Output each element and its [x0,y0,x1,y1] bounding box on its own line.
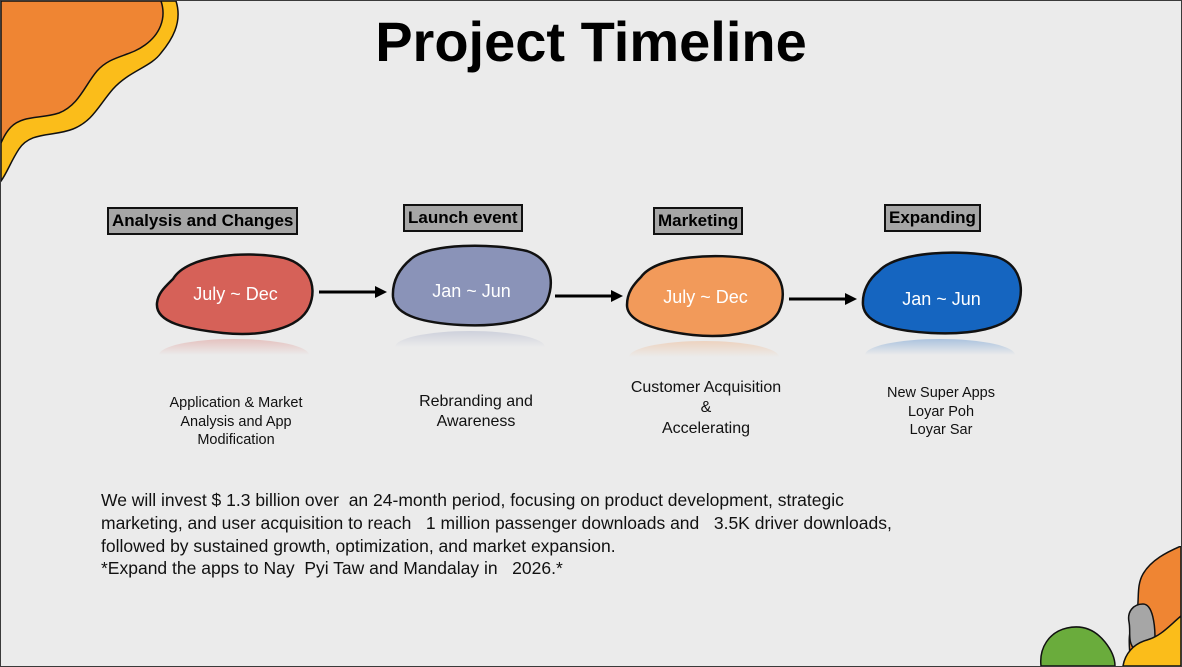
stage-label-expanding: Expanding [884,204,981,232]
decor-top-left-shape [1,1,179,183]
stage-description-expanding: New Super Apps Loyar Poh Loyar Sar [886,385,995,439]
arrow-1 [319,286,387,298]
summary-line: We will invest $ 1.3 billion over an 24-… [101,490,844,510]
stage-period-analysis: July ~ Dec [193,284,278,304]
stage-reflection-analysis [159,339,309,355]
stage-period-launch: Jan ~ Jun [432,281,511,301]
stage-blob-marketing [625,254,784,338]
summary-line: marketing, and user acquisition to reach… [101,512,892,533]
stage-label-marketing: Marketing [653,207,744,235]
stage-description-marketing: Customer Acquisition & Accelerating [630,379,782,437]
stage-description-launch: Rebranding and Awareness [419,393,533,431]
expansion-note: *Expand the apps to Nay Pyi Taw and Mand… [101,558,563,579]
stage-description-analysis: Application & Market Analysis and App Mo… [169,395,303,449]
stage-blob-launch [391,244,552,327]
page-title: Project Timeline [375,10,807,73]
summary-paragraph: We will invest $ 1.3 billion over an 24-… [101,489,1121,580]
arrow-3 [789,293,857,305]
stage-period-expanding: Jan ~ Jun [902,289,981,309]
stage-blob-expanding [861,251,1022,335]
stage-reflection-launch [395,331,545,347]
stage-reflection-marketing [629,341,779,357]
stage-label-analysis: Analysis and Changes [107,207,299,235]
stage-reflection-expanding [865,339,1015,355]
summary-line: followed by sustained growth, optimizati… [101,535,616,556]
stage-blob-analysis [155,253,314,336]
decor-bottom-right-shape [1040,546,1181,666]
stage-label-launch: Launch event [403,204,523,232]
stage-period-marketing: July ~ Dec [663,287,748,307]
arrow-2 [555,290,623,302]
